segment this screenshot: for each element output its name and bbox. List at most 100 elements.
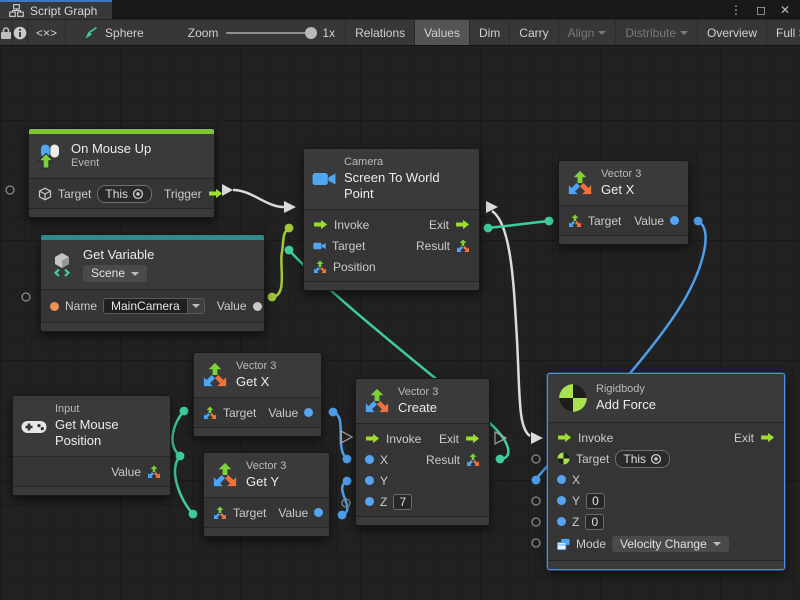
getx-top-target-in-port[interactable] [544, 216, 554, 226]
camera-icon[interactable] [313, 241, 326, 251]
x-port[interactable] [365, 455, 374, 464]
variable-scope-dropdown[interactable]: Scene [83, 265, 148, 283]
camera-result-out-port[interactable] [483, 223, 493, 233]
gety-value-out-port[interactable] [337, 510, 347, 520]
node-vector3-get-y[interactable]: Vector 3 Get Y Target Value [203, 452, 330, 537]
close-icon[interactable]: ✕ [779, 2, 790, 17]
x-port[interactable] [557, 475, 566, 484]
value-port[interactable] [670, 216, 679, 225]
value-port[interactable] [314, 508, 324, 517]
node-category: Vector 3 [398, 386, 439, 398]
node-get-mouse-position[interactable]: Input Get Mouse Position Value [12, 395, 171, 497]
create-z-in-port[interactable] [341, 498, 351, 508]
enum-icon[interactable] [557, 538, 570, 551]
flow-arrow-icon[interactable] [455, 219, 470, 230]
y-port[interactable] [557, 496, 566, 505]
create-x-in-port[interactable] [342, 454, 352, 464]
value-port[interactable] [252, 301, 262, 311]
camera-exit-out-port[interactable] [486, 201, 498, 213]
mouseposition-value-out-port[interactable] [175, 451, 185, 461]
carry-button[interactable]: Carry [509, 20, 557, 45]
getx-top-value-out-port[interactable] [693, 216, 703, 226]
addforce-mode-in-port[interactable] [531, 538, 541, 548]
getvariable-value-out-port[interactable] [267, 292, 277, 302]
code-toggle-button[interactable]: <×> [28, 20, 67, 45]
getx-mid-target-in-port[interactable] [179, 406, 189, 416]
addforce-z-in-port[interactable] [531, 517, 541, 527]
menu-icon[interactable]: ⋮ [729, 2, 742, 17]
variable-name-dropdown[interactable]: MainCamera [103, 298, 205, 315]
graph-context-button[interactable]: Sphere [76, 20, 152, 45]
create-invoke-in-port[interactable] [340, 429, 354, 445]
camera-invoke-in-port[interactable] [284, 201, 296, 213]
this-owner-pill[interactable]: This [615, 449, 671, 468]
graph-icon [9, 4, 24, 17]
z-value-field[interactable]: 0 [585, 513, 605, 530]
create-y-in-port[interactable] [342, 476, 352, 486]
getvariable-left-port[interactable] [21, 292, 31, 302]
overview-button[interactable]: Overview [697, 20, 766, 45]
relations-button[interactable]: Relations [345, 20, 414, 45]
create-result-out-port[interactable] [495, 454, 505, 464]
tab-script-graph[interactable]: Script Graph [0, 0, 112, 19]
y-port[interactable] [365, 476, 374, 485]
rigidbody-icon[interactable] [557, 452, 570, 465]
flow-arrow-icon[interactable] [760, 432, 775, 443]
addforce-target-in-port[interactable] [531, 454, 541, 464]
value-port[interactable] [304, 408, 314, 417]
node-on-mouse-up[interactable]: On Mouse Up Event Target This Trigger [28, 128, 215, 218]
target-port-label: Target [332, 238, 366, 253]
node-vector3-get-x-mid[interactable]: Vector 3 Get X Target Value [193, 352, 322, 437]
addforce-invoke-in-port[interactable] [531, 432, 543, 444]
align-button[interactable]: Align [557, 20, 616, 45]
flow-arrow-icon[interactable] [313, 219, 328, 230]
addforce-y-in-port[interactable] [531, 496, 541, 506]
vector3-icon[interactable] [466, 453, 480, 467]
z-port[interactable] [557, 517, 566, 526]
values-button[interactable]: Values [414, 20, 469, 45]
node-add-force[interactable]: Rigidbody Add Force Invoke Exit Target T… [547, 373, 785, 570]
distribute-button[interactable]: Distribute [615, 20, 697, 45]
x-port-label: X [380, 452, 389, 467]
gety-target-in-port[interactable] [188, 509, 198, 519]
y-value-field[interactable]: 0 [586, 492, 606, 509]
node-screen-to-world-point[interactable]: Camera Screen To World Point Invoke Exit… [303, 148, 480, 292]
node-vector3-create[interactable]: Vector 3 Create Invoke Exit X Result [355, 378, 490, 526]
name-port[interactable] [50, 301, 59, 311]
z-port[interactable] [365, 497, 374, 506]
trigger-out-port[interactable] [222, 184, 233, 196]
camera-target-in-port[interactable] [284, 223, 294, 233]
vector3-icon[interactable] [568, 214, 582, 228]
vector3-icon[interactable] [313, 260, 327, 274]
node-get-variable[interactable]: Get Variable Scene Name MainCamera [40, 234, 265, 333]
camera-position-in-port[interactable] [284, 245, 294, 255]
info-icon [13, 26, 27, 40]
vector3-icon[interactable] [203, 406, 217, 420]
full-screen-button[interactable]: Full Screen [766, 20, 800, 45]
vector3-icon[interactable] [213, 506, 227, 520]
create-exit-out-port[interactable] [494, 430, 508, 446]
flow-arrow-icon[interactable] [365, 433, 380, 444]
info-button[interactable] [13, 20, 28, 45]
vector3-icon[interactable] [147, 465, 161, 479]
onmouseup-left-port[interactable] [5, 185, 15, 195]
flow-arrow-icon[interactable] [465, 433, 480, 444]
target-icon [650, 453, 662, 465]
zoom-slider-handle[interactable] [305, 26, 318, 39]
zoom-slider[interactable] [226, 26, 318, 39]
vector3-icon[interactable] [456, 239, 470, 253]
maximize-icon[interactable]: ◻ [755, 2, 766, 17]
variable-accent-bar [41, 235, 264, 240]
lock-button[interactable] [0, 20, 13, 45]
getx-mid-value-out-port[interactable] [328, 407, 338, 417]
flow-arrow-icon[interactable] [208, 188, 223, 199]
addforce-x-in-port[interactable] [531, 475, 541, 485]
dim-button[interactable]: Dim [468, 20, 509, 45]
node-vector3-get-x-top[interactable]: Vector 3 Get X Target Value [558, 160, 689, 245]
this-owner-pill[interactable]: This [97, 184, 153, 203]
connected-ports [175, 216, 703, 520]
mode-dropdown[interactable]: Velocity Change [612, 536, 729, 552]
z-value-field[interactable]: 7 [393, 493, 413, 510]
flow-arrow-icon[interactable] [557, 432, 572, 443]
